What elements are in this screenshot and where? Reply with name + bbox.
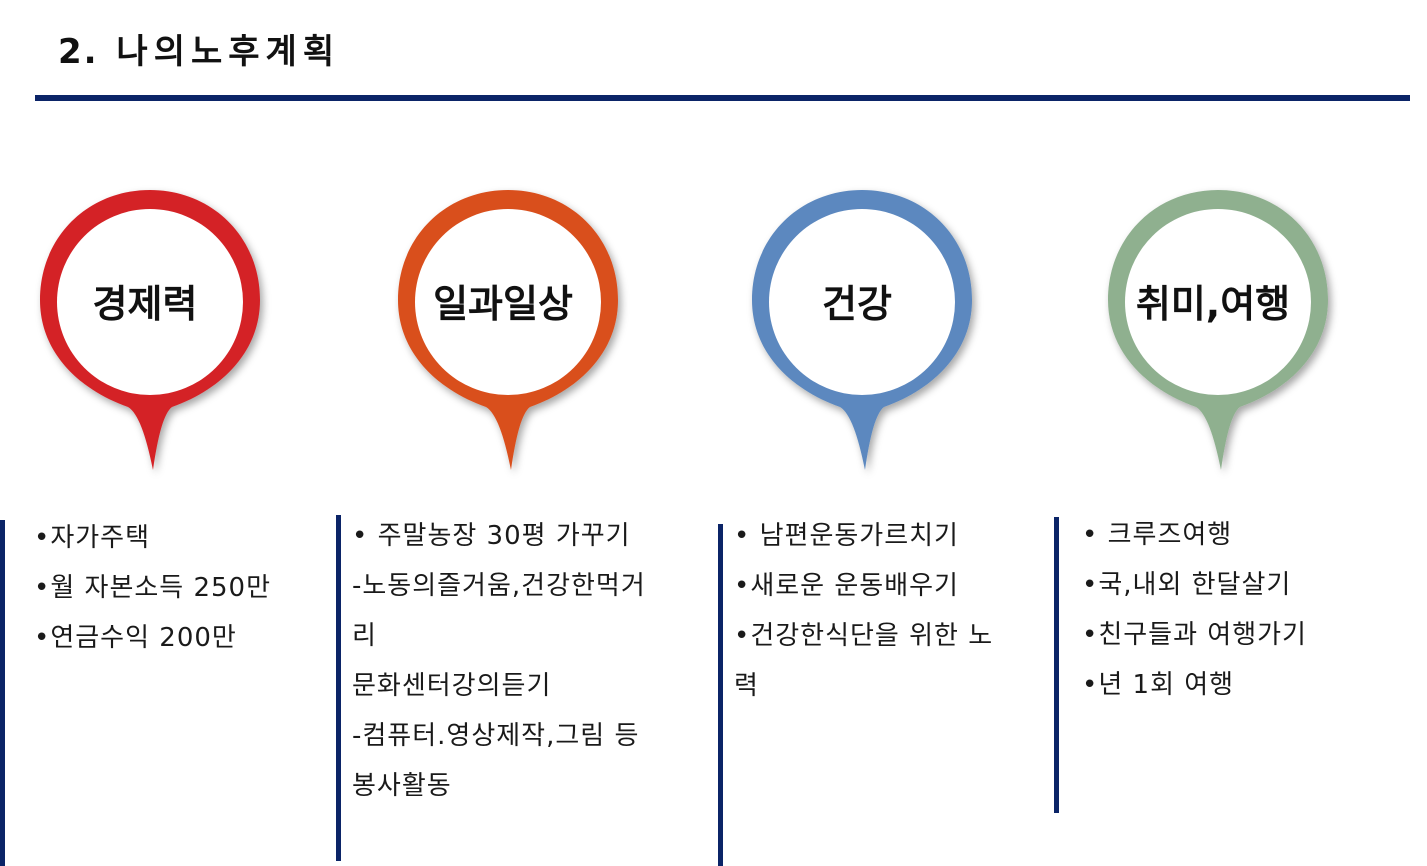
pin-label-hobby-travel: 취미,여행 [1135,282,1291,326]
pin-health: 건강 [752,185,984,485]
column-divider-4 [1054,517,1059,813]
list-item: • 크루즈여행 [1082,520,1233,550]
column-divider-3 [718,524,723,866]
pin-label-economy: 경제력 [92,282,198,326]
map-pin-shape-orange [398,190,618,470]
map-pin-shape-green [1108,190,1328,470]
pin-hobby-travel: 취미,여행 [1108,185,1340,485]
list-item: -노동의즐거움,건강한먹거 [352,571,646,601]
column-economy-list: •자가주택 •월 자본소득 250만 •연금수익 200만 [34,513,271,663]
list-item: 리 [352,621,377,651]
list-item: •친구들과 여행가기 [1082,620,1307,650]
list-item: •연금수익 200만 [34,623,237,653]
list-item: •월 자본소득 250만 [34,573,272,603]
list-item: 문화센터강의듣기 [352,671,552,701]
list-item: •자가주택 [34,523,151,553]
map-pin-shape-blue [752,190,972,470]
column-divider-2 [336,515,341,861]
map-pin-shape-red [40,190,260,470]
column-daily-life-list: • 주말농장 30평 가꾸기 -노동의즐거움,건강한먹거 리 문화센터강의듣기 … [352,511,646,811]
title-text: 나의노후계획 [116,32,341,72]
list-item: •새로운 운동배우기 [734,571,959,601]
list-item: 력 [734,671,759,701]
column-divider-1 [0,520,5,866]
list-item: • 남편운동가르치기 [734,521,959,551]
pin-economy: 경제력 [40,185,272,485]
list-item: 봉사활동 [352,771,452,801]
list-item: • 주말농장 30평 가꾸기 [352,521,631,551]
title-number: 2. [58,32,99,72]
title-divider [35,95,1410,101]
list-item: -컴퓨터.영상제작,그림 등 [352,721,640,751]
pin-label-health: 건강 [822,282,892,326]
pin-label-daily-life: 일과일상 [433,282,573,326]
column-hobby-travel-list: • 크루즈여행 •국,내외 한달살기 •친구들과 여행가기 •년 1회 여행 [1082,510,1307,710]
pin-daily-life: 일과일상 [398,185,630,485]
list-item: •건강한식단을 위한 노 [734,621,994,651]
column-health-list: • 남편운동가르치기 •새로운 운동배우기 •건강한식단을 위한 노 력 [734,511,993,711]
list-item: •국,내외 한달살기 [1082,570,1292,600]
list-item: •년 1회 여행 [1082,670,1235,700]
page-title: 2. 나의노후계획 [58,24,340,73]
